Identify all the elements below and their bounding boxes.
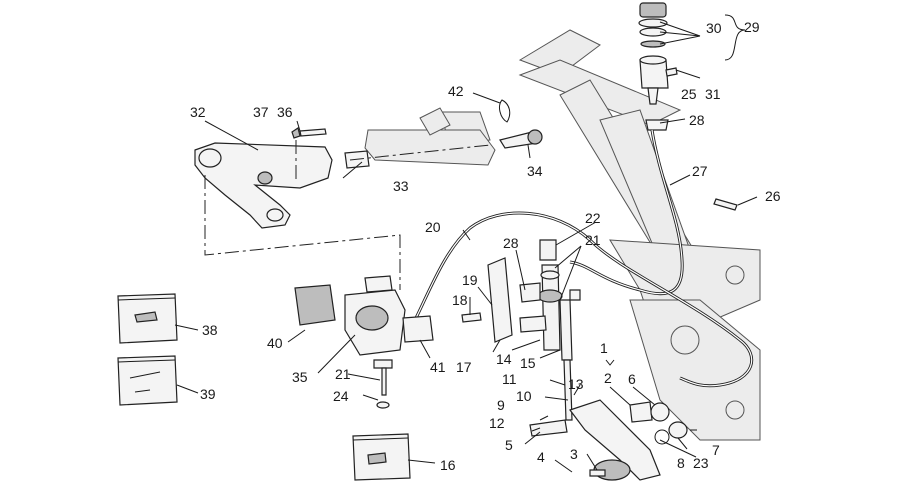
- clip-42: [499, 99, 511, 123]
- label-7: 7: [712, 442, 720, 458]
- label-21b: 21: [335, 366, 351, 382]
- label-27: 27: [692, 163, 708, 179]
- label-16: 16: [440, 457, 456, 473]
- frame-background: [439, 29, 761, 441]
- label-3: 3: [570, 446, 578, 462]
- label-25: 25: [681, 86, 697, 102]
- label-33: 33: [393, 178, 409, 194]
- label-2: 2: [604, 370, 612, 386]
- label-14: 14: [496, 351, 512, 367]
- label-1: 1: [600, 340, 608, 356]
- label-39: 39: [200, 386, 216, 402]
- label-18: 18: [452, 292, 468, 308]
- label-17: 17: [456, 359, 472, 375]
- brake-caliper: [294, 275, 434, 409]
- label-6: 6: [628, 371, 636, 387]
- bolt-36: [291, 127, 327, 139]
- label-28b: 28: [503, 235, 519, 251]
- label-10: 10: [516, 388, 532, 404]
- label-20: 20: [425, 219, 441, 235]
- label-29: 29: [744, 19, 760, 35]
- label-30: 30: [706, 20, 722, 36]
- label-24: 24: [333, 388, 349, 404]
- footrest-bracket-32: [194, 142, 370, 229]
- bag-39: [117, 355, 178, 406]
- callout-labels: 1 2 3 4 5 6 7 8 9 10 11 12 13 14 15 16 1…: [190, 19, 781, 473]
- label-41: 41: [430, 359, 446, 375]
- footrest-plate-ghost: [364, 107, 496, 166]
- label-32: 32: [190, 104, 206, 120]
- label-4: 4: [537, 449, 545, 465]
- label-42: 42: [448, 83, 464, 99]
- label-8: 8: [677, 455, 685, 471]
- label-21a: 21: [585, 232, 601, 248]
- label-9: 9: [497, 397, 505, 413]
- leader-lines: [174, 14, 758, 473]
- reservoir-group: [638, 2, 678, 131]
- label-5: 5: [505, 437, 513, 453]
- master-cylinder: [461, 239, 581, 361]
- label-36: 36: [277, 104, 293, 120]
- label-31: 31: [705, 86, 721, 102]
- label-22: 22: [585, 210, 601, 226]
- label-23: 23: [693, 455, 709, 471]
- bag-38: [117, 293, 178, 344]
- label-38: 38: [202, 322, 218, 338]
- label-26: 26: [765, 188, 781, 204]
- label-40: 40: [267, 335, 283, 351]
- pin-26: [713, 198, 738, 211]
- label-35: 35: [292, 369, 308, 385]
- label-28a: 28: [689, 112, 705, 128]
- label-11: 11: [502, 371, 517, 387]
- label-19: 19: [462, 272, 478, 288]
- label-13: 13: [568, 376, 584, 392]
- bag-16: [352, 433, 411, 481]
- label-15: 15: [520, 355, 536, 371]
- label-37: 37: [253, 104, 269, 120]
- label-12: 12: [489, 415, 505, 431]
- label-34: 34: [527, 163, 543, 179]
- pin-34: [499, 129, 543, 149]
